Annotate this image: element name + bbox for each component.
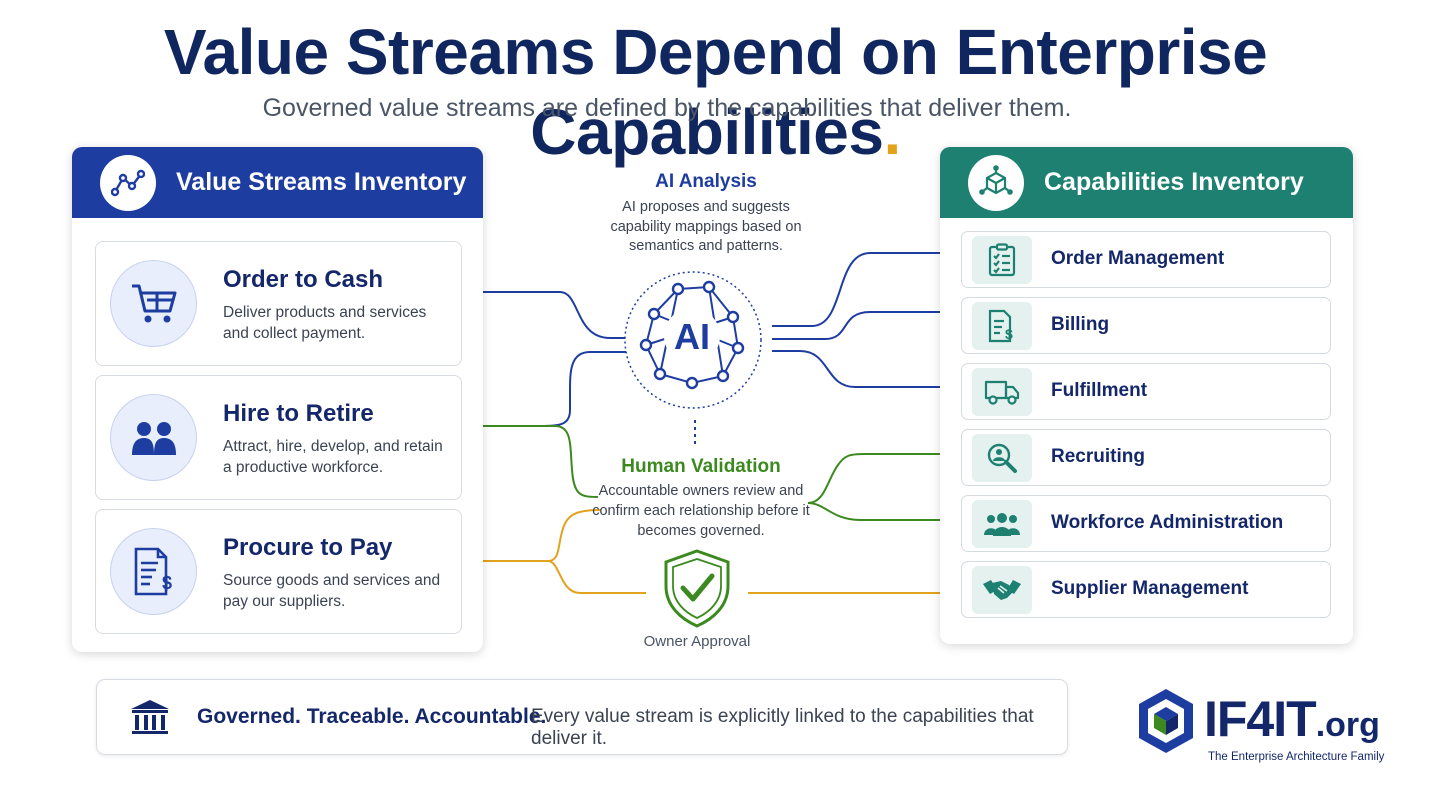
connector-ai-to-hire [539, 351, 626, 427]
capability-label: Workforce Administration [1051, 512, 1284, 533]
brand-name: IF4IT.org [1204, 691, 1380, 747]
institution-icon [131, 700, 169, 734]
connector-ai-to-billing [772, 308, 951, 340]
invoice-dollar-icon: $ [972, 302, 1032, 350]
capabilities-header: Capabilities Inventory [940, 147, 1353, 218]
brand-suffix: .org [1315, 706, 1380, 744]
ai-node-label: AI [674, 316, 710, 357]
value-stream-description: Source goods and services and pay our su… [223, 572, 441, 610]
capability-label: Recruiting [1051, 446, 1145, 467]
capability-card-fulfillment[interactable]: Fulfillment [961, 363, 1331, 420]
connector-procure-to-approval [547, 560, 646, 594]
capabilities-header-label: Capabilities Inventory [1044, 168, 1304, 196]
ai-network-icon: AI [624, 271, 762, 409]
handshake-icon [972, 566, 1032, 614]
capability-label: Supplier Management [1051, 578, 1249, 599]
connector-order-to-cash [462, 291, 626, 339]
owner-approval-label: Owner Approval [643, 633, 751, 650]
human-validation-title: Human Validation [621, 456, 781, 477]
value-stream-description: Attract, hire, develop, and retain a pro… [223, 438, 443, 476]
value-stream-title: Hire to Retire [223, 400, 374, 427]
capabilities-panel: Capabilities Inventory Order Management … [940, 147, 1353, 644]
human-validation-description: Accountable owners review and confirm ea… [592, 483, 810, 539]
value-stream-card-procure-to-pay[interactable]: $ Procure to Pay Source goods and servic… [95, 509, 462, 634]
connector-ai-to-fulfillment [772, 350, 951, 391]
ai-analysis-title: AI Analysis [655, 171, 757, 192]
team-icon [972, 500, 1032, 548]
capability-label: Billing [1051, 314, 1110, 335]
value-stream-card-order-to-cash[interactable]: Order to Cash Deliver products and servi… [95, 241, 462, 366]
page-title: Value Streams Depend on Enterprise Capab… [163, 16, 1268, 168]
network-nodes-icon [100, 154, 156, 211]
value-stream-description: Deliver products and services and collec… [223, 304, 427, 342]
capability-label: Fulfillment [1051, 380, 1148, 401]
capability-card-recruiting[interactable]: Recruiting [961, 429, 1331, 486]
cube-network-icon [968, 154, 1024, 211]
capability-card-supplier-management[interactable]: Supplier Management [961, 561, 1331, 618]
svg-text:$: $ [162, 573, 172, 593]
invoice-dollar-icon: $ [110, 528, 197, 615]
page-subtitle: Governed value streams are defined by th… [262, 94, 1072, 122]
capability-card-order-management[interactable]: Order Management [961, 231, 1331, 288]
people-icon [110, 394, 197, 481]
brand-tagline: The Enterprise Architecture Family [1208, 751, 1385, 763]
value-streams-header: Value Streams Inventory [72, 147, 483, 218]
delivery-truck-icon [972, 368, 1032, 416]
connector-hire-to-validation [462, 425, 599, 498]
value-stream-title: Order to Cash [223, 266, 384, 293]
footer-banner: Governed. Traceable. Accountable. Every … [96, 679, 1068, 755]
ai-analysis-description: AI proposes and suggests capability mapp… [610, 199, 802, 254]
capability-card-workforce-administration[interactable]: Workforce Administration [961, 495, 1331, 552]
if4it-logo-icon [1139, 689, 1193, 753]
value-stream-card-hire-to-retire[interactable]: Hire to Retire Attract, hire, develop, a… [95, 375, 462, 500]
connector-procure-to-pay [462, 509, 601, 562]
connector-validation-to-workforce [807, 502, 951, 524]
value-streams-panel: Value Streams Inventory Order to Cash De… [72, 147, 483, 652]
svg-text:$: $ [1005, 326, 1013, 342]
value-stream-title: Procure to Pay [223, 534, 393, 561]
brand-logo-block: IF4IT.org The Enterprise Architecture Fa… [1136, 684, 1396, 774]
shield-check-icon [664, 549, 730, 628]
connector-validation-to-recruiting [807, 450, 951, 504]
connector-ai-to-order-management [772, 249, 951, 327]
title-dot: . [883, 96, 901, 168]
clipboard-checklist-icon [972, 236, 1032, 284]
shopping-cart-icon [110, 260, 197, 347]
capability-label: Order Management [1051, 248, 1225, 269]
person-search-icon [972, 434, 1032, 482]
footer-text: Every value stream is explicitly linked … [531, 706, 1034, 749]
capability-card-billing[interactable]: $ Billing [961, 297, 1331, 354]
footer-bold-text: Governed. Traceable. Accountable. [197, 705, 547, 728]
value-streams-header-label: Value Streams Inventory [176, 168, 467, 196]
